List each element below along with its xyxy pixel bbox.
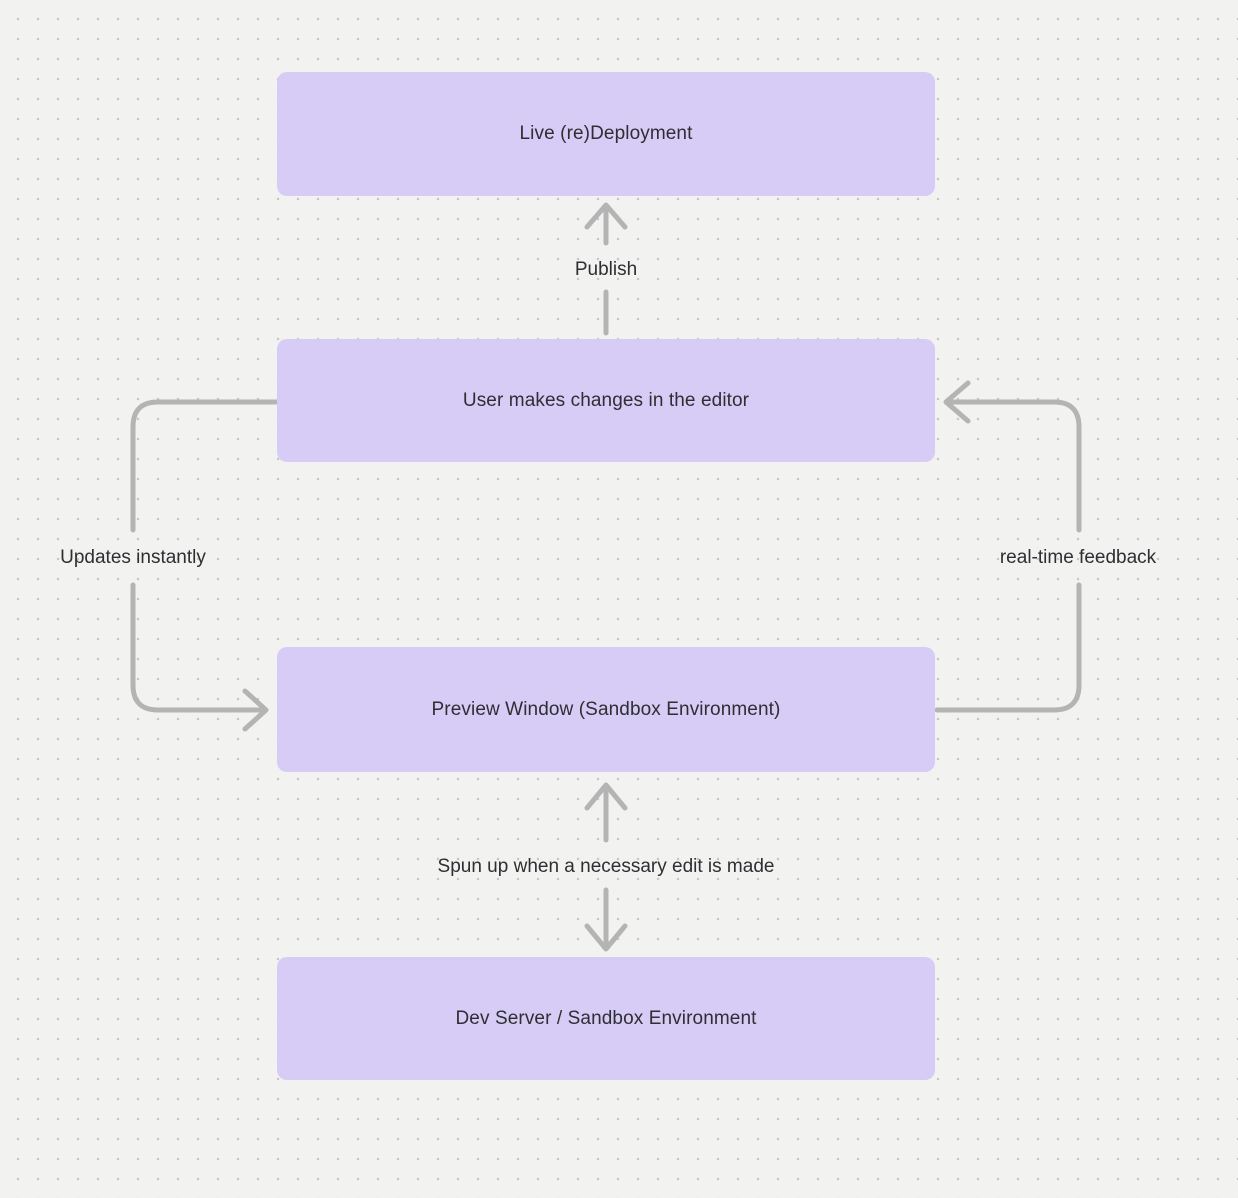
spun-up-edge-label: Spun up when a necessary edit is made: [437, 856, 775, 877]
node-live-deployment-label: Live (re)Deployment: [519, 123, 693, 144]
node-editor-changes: User makes changes in the editor: [277, 339, 935, 462]
node-dev-server: Dev Server / Sandbox Environment: [277, 957, 935, 1080]
node-editor-changes-label: User makes changes in the editor: [462, 389, 750, 411]
updates-instantly-arrow: [130, 399, 280, 732]
updates-instantly-edge-label: Updates instantly: [60, 547, 206, 568]
node-live-deployment: Live (re)Deployment: [277, 72, 935, 196]
publish-edge-label: Publish: [574, 259, 638, 280]
spun-up-arrow: [584, 782, 628, 952]
node-dev-server-label: Dev Server / Sandbox Environment: [455, 1007, 757, 1029]
node-preview-window: Preview Window (Sandbox Environment): [277, 647, 935, 772]
publish-arrow: [584, 202, 628, 336]
node-preview-window-label: Preview Window (Sandbox Environment): [431, 698, 781, 720]
realtime-feedback-arrow: [934, 380, 1082, 713]
realtime-feedback-edge-label: real-time feedback: [999, 547, 1157, 568]
